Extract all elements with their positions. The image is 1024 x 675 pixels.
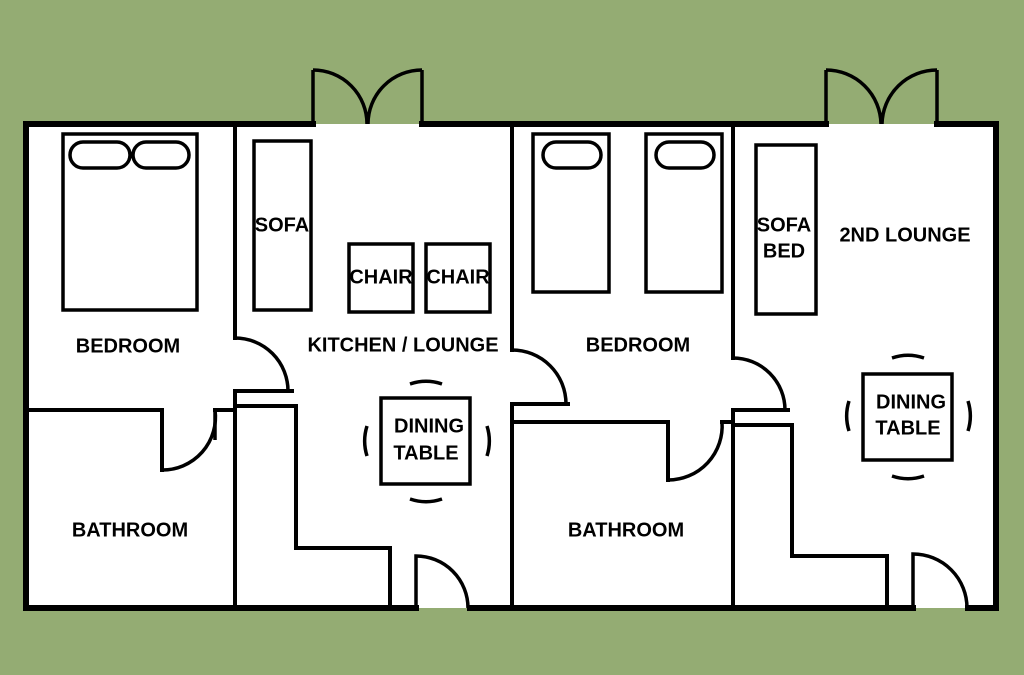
label-kitchen-lounge: KITCHEN / LOUNGE	[307, 334, 498, 356]
interior-doors	[161, 336, 969, 609]
front-door-left-unit	[311, 68, 424, 125]
label-second-lounge: 2ND LOUNGE	[839, 224, 970, 246]
sofa-bed	[754, 143, 818, 316]
label-dining-table-1-line1: DINING	[394, 415, 464, 437]
label-bathroom-left: BATHROOM	[72, 519, 188, 541]
pillow-icon	[68, 140, 132, 170]
label-bedroom-mid: BEDROOM	[586, 334, 690, 356]
pillow-icon	[131, 140, 191, 170]
sofa	[252, 139, 313, 312]
label-sofa-bed-line1: SOFA	[757, 214, 811, 236]
label-sofa-bed-line2: BED	[763, 240, 805, 262]
label-chair-2: CHAIR	[426, 266, 490, 288]
door-exit-right	[911, 552, 969, 609]
door-bedroom-left	[234, 336, 290, 392]
label-dining-table-2-line2: TABLE	[875, 417, 940, 439]
label-dining-table-1-line2: TABLE	[393, 442, 458, 464]
door-bedroom-mid	[511, 348, 568, 405]
chair-2	[424, 242, 492, 314]
interior-walls	[24, 122, 889, 610]
label-chair-1: CHAIR	[349, 266, 413, 288]
single-bed-2	[644, 132, 724, 294]
dining-table-2	[844, 353, 973, 481]
outer-walls	[23, 121, 999, 611]
dining-table-1	[362, 379, 492, 504]
pillow-icon	[541, 140, 603, 170]
chair-1	[347, 242, 415, 314]
double-bed	[61, 132, 199, 312]
single-bed-1	[531, 132, 611, 294]
door-exit-kitchen	[414, 554, 470, 609]
label-bedroom-left: BEDROOM	[76, 335, 180, 357]
front-door-right-unit	[824, 68, 939, 125]
door-bathroom-mid	[667, 421, 724, 482]
pillow-icon	[654, 140, 716, 170]
door-lounge-right	[732, 356, 787, 411]
label-sofa: SOFA	[255, 214, 309, 236]
label-dining-table-2-line1: DINING	[876, 391, 946, 413]
label-bathroom-mid: BATHROOM	[568, 519, 684, 541]
